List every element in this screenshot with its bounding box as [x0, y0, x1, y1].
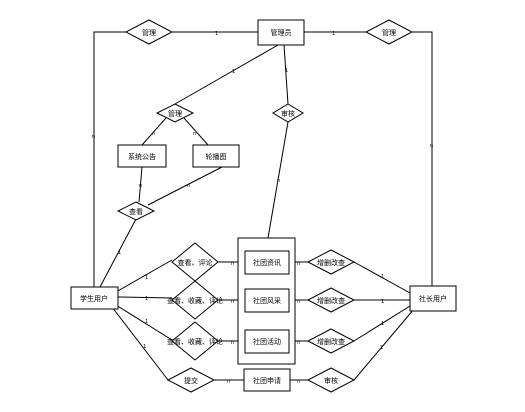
relation-view-fav-2-label: 查看、收藏、评论: [167, 337, 223, 346]
line-publish-society-3: [353, 305, 411, 342]
entity-club-info[interactable]: 社团资讯: [244, 250, 290, 275]
card-n-info-publish: n: [297, 261, 300, 267]
entity-admin-label: 管理员: [271, 28, 292, 37]
entity-club-apply-label: 社团申请: [253, 376, 281, 385]
line-manage-notice: [141, 117, 167, 146]
entity-club-activity[interactable]: 社团活动: [244, 329, 290, 354]
relation-view-fav-1-label: 查看、收藏、评论: [167, 296, 223, 305]
card-1-audit-society: 1: [380, 345, 383, 351]
line-student-view-comment: [115, 259, 173, 293]
line-student-manage: [93, 31, 126, 292]
relation-audit-bottom[interactable]: 审核: [306, 367, 356, 393]
relation-manage-right-label: 管理: [382, 28, 396, 37]
relation-view-fav-2[interactable]: 查看、收藏、评论: [167, 321, 223, 361]
relation-manage-left[interactable]: 管理: [124, 19, 174, 45]
card-n-notice: n: [152, 131, 155, 137]
card-n-apply-audit: n: [297, 379, 300, 385]
relation-view-fav-1[interactable]: 查看、收藏、评论: [167, 280, 223, 320]
entity-boxes: 管理员 系统公告 轮播图 学生用户 社长用户 社团资讯 社团风采 社: [70, 19, 457, 392]
relation-view-comment[interactable]: 查看、评论: [171, 242, 219, 282]
relation-publish-1[interactable]: 增删改查: [306, 249, 356, 275]
card-n-student-manage: n: [92, 134, 95, 140]
relationship-diamonds: 管理 管理 管理 审核 查看 查看、评论 查看、收藏、评论 查看、收藏、评论: [116, 19, 414, 393]
card-1-student-vc: 1: [145, 275, 148, 281]
relation-publish-2[interactable]: 增删改查: [306, 287, 356, 313]
relation-submit-label: 提交: [184, 376, 198, 385]
relation-manage-mid[interactable]: 管理: [155, 103, 195, 123]
line-publish-society-1: [353, 261, 411, 294]
line-notice-view: [138, 166, 143, 203]
card-n-carousel-view: n: [187, 183, 190, 189]
entity-society[interactable]: 社长用户: [409, 285, 457, 312]
relation-audit-top[interactable]: 审核: [272, 103, 304, 123]
line-student-view-fav-1: [117, 296, 173, 299]
card-n-vf-style: n: [231, 299, 234, 305]
line-admin-audit: [283, 44, 289, 105]
cardinality-labels: n 1 1 n 1 1 n n n n n 1 1 1 1 1 n n n n …: [92, 31, 433, 385]
relation-publish-2-label: 增删改查: [317, 296, 345, 305]
entity-society-label: 社长用户: [419, 294, 447, 303]
card-n-audit-clubs: n: [277, 178, 280, 184]
line-manage-carousel: [183, 117, 209, 146]
card-n-submit-apply: n: [227, 379, 230, 385]
card-n-style-publish: n: [297, 299, 300, 305]
line-student-view-fav-2: [115, 304, 173, 341]
card-1-student-vf1: 1: [145, 296, 148, 302]
relation-view-label: 查看: [129, 207, 143, 216]
relation-view-comment-label: 查看、评论: [178, 258, 213, 267]
relation-submit[interactable]: 提交: [166, 367, 216, 393]
relation-manage-left-label: 管理: [142, 28, 156, 37]
line-student-submit: [111, 306, 169, 381]
card-n-notice-view: n: [139, 183, 142, 189]
card-1-publish-society-1: 1: [381, 274, 384, 280]
card-n-vf-activity: n: [231, 340, 234, 346]
line-admin-manage-mid: [174, 44, 279, 105]
line-carousel-view: [147, 166, 223, 206]
relation-manage-right[interactable]: 管理: [364, 19, 414, 45]
line-manage-society: [412, 31, 433, 286]
entity-club-activity-label: 社团活动: [253, 337, 281, 346]
relation-publish-3[interactable]: 增删改查: [306, 328, 356, 354]
connector-lines: [93, 31, 433, 381]
entity-club-apply[interactable]: 社团申请: [243, 368, 291, 392]
relation-audit-top-label: 审核: [281, 109, 295, 118]
entity-student[interactable]: 学生用户: [70, 286, 119, 310]
entity-admin[interactable]: 管理员: [257, 19, 305, 46]
card-n-carousel: n: [193, 131, 196, 137]
card-n-society-manage: n: [430, 143, 433, 149]
relation-publish-3-label: 增删改查: [317, 337, 345, 346]
relation-view[interactable]: 查看: [116, 201, 156, 221]
entity-club-info-label: 社团资讯: [253, 258, 281, 267]
entity-notice-label: 系统公告: [128, 152, 156, 161]
line-audit-society: [353, 308, 415, 381]
entity-notice[interactable]: 系统公告: [117, 144, 167, 168]
line-audit-clubs: [267, 121, 289, 239]
entity-student-label: 学生用户: [80, 294, 108, 303]
card-1-view-student: 1: [118, 250, 121, 256]
entity-carousel[interactable]: 轮播图: [192, 144, 240, 168]
entity-club-style-label: 社团风采: [253, 296, 281, 305]
entity-carousel-label: 轮播图: [206, 152, 227, 161]
card-1-admin-left: 1: [215, 31, 218, 37]
card-n-activity-publish: n: [297, 340, 300, 346]
card-1-publish-society-3: 1: [381, 321, 384, 327]
card-n-vc-info: n: [231, 261, 234, 267]
card-1-admin-audit: 1: [285, 68, 288, 74]
relation-audit-bottom-label: 审核: [324, 376, 338, 385]
card-1-student-submit: 1: [143, 344, 146, 350]
card-1-publish-society-2: 1: [381, 299, 384, 305]
relation-publish-1-label: 增删改查: [317, 258, 345, 267]
card-1-admin-mid: 1: [232, 69, 235, 75]
card-1-admin-right: 1: [332, 31, 335, 37]
entity-club-style[interactable]: 社团风采: [244, 288, 290, 313]
relation-manage-mid-label: 管理: [168, 109, 182, 118]
card-1-student-vf2: 1: [145, 319, 148, 325]
line-view-student: [99, 218, 137, 288]
